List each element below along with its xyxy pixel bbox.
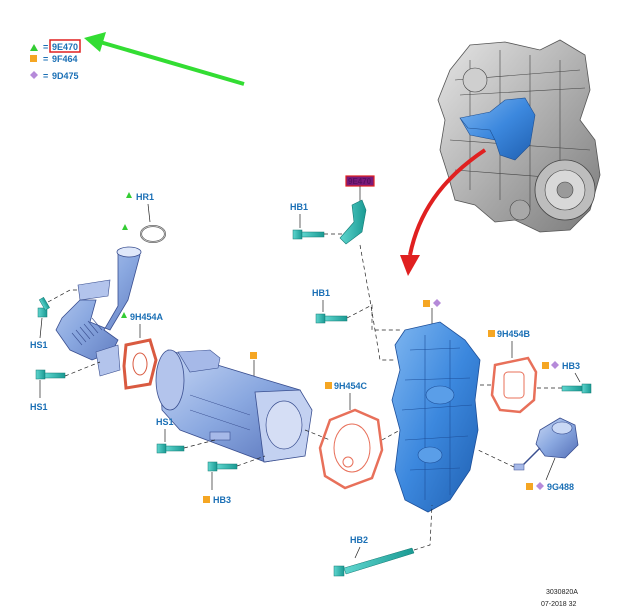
legend-code: 9D475: [52, 71, 79, 81]
label-hb1-top: HB1: [290, 202, 308, 212]
label-9g488: 9G488: [547, 482, 574, 492]
egr-cooler: [155, 349, 313, 463]
label-9h454c: 9H454C: [334, 381, 368, 391]
label-hs1-a: HS1: [30, 340, 48, 350]
gasket-9h454c: 9H454C: [304, 381, 401, 490]
figure-date: 07-2018 32: [541, 601, 577, 608]
label-hr1: HR1: [136, 192, 154, 202]
label-hb3-right: HB3: [562, 361, 580, 371]
square-icon: [30, 55, 37, 62]
triangle-icon: [30, 44, 38, 51]
legend: = 9E470 = 9F464 = 9D475: [30, 39, 81, 81]
square-icon: [203, 496, 210, 503]
legend-code: 9E470: [52, 42, 78, 52]
egr-pipe: [55, 224, 142, 377]
square-icon: [325, 382, 332, 389]
bolt-hb1-top: HB1: [290, 202, 345, 240]
label-9h454a: 9H454A: [130, 312, 164, 322]
bolt-hb2: HB2: [333, 504, 433, 577]
bolt-hb1-mid: HB1: [312, 288, 400, 331]
legend-eq: =: [43, 71, 48, 81]
highlight-box: [49, 39, 81, 53]
legend-code: 9F464: [52, 54, 78, 64]
label-hs1-c: HS1: [156, 417, 174, 427]
square-icon: [526, 483, 533, 490]
bolt-hs1-b: HS1: [30, 361, 101, 412]
label-hb3-left: HB3: [213, 495, 231, 505]
legend-row-9e470: = 9E470: [30, 39, 81, 53]
label-hs1-b: HS1: [30, 402, 48, 412]
bracket-code: 9E470: [348, 177, 372, 186]
bolt-hb3-left: HB3: [203, 455, 266, 505]
figure-ref: 3030820A: [546, 589, 578, 596]
engine-overview: [437, 39, 601, 233]
triangle-icon: [121, 312, 127, 318]
gasket-9h454b: 9H454B: [480, 329, 538, 414]
bolt-hs1-c: HS1: [156, 417, 216, 454]
label-hb1-mid: HB1: [312, 288, 330, 298]
square-icon: [542, 362, 549, 369]
square-icon: [250, 352, 257, 359]
bolt-hb3-right: HB3: [536, 361, 592, 394]
egr-valve-module: [391, 299, 481, 513]
actuator-9g488: 9G488: [477, 417, 579, 492]
diamond-icon: [551, 361, 559, 369]
label-9h454b: 9H454B: [497, 329, 531, 339]
bracket-part: 9E470: [339, 175, 375, 245]
diamond-icon: [433, 299, 441, 307]
gasket-9h454a: 9H454A: [121, 312, 164, 390]
legend-eq: =: [43, 42, 48, 52]
legend-eq: =: [43, 54, 48, 64]
legend-row-9f464: = 9F464: [30, 54, 78, 64]
label-hb2: HB2: [350, 535, 368, 545]
o-ring-hr1: HR1: [126, 192, 166, 243]
bolt-hs1-a: HS1: [30, 289, 78, 350]
triangle-icon: [126, 192, 132, 198]
diamond-icon: [30, 71, 38, 79]
square-icon: [488, 330, 495, 337]
green-pointer-arrow: [84, 32, 245, 86]
square-icon: [423, 300, 430, 307]
legend-row-9d475: = 9D475: [30, 71, 79, 81]
triangle-icon: [122, 224, 128, 230]
red-pointer-arrow: [400, 148, 487, 276]
diamond-icon: [536, 482, 544, 490]
